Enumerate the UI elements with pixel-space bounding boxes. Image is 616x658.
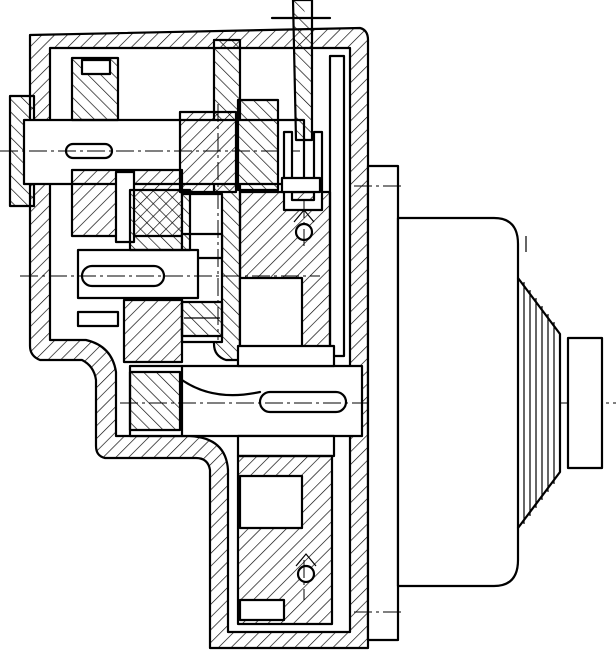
countershaft <box>20 188 320 364</box>
center-lines <box>217 104 305 600</box>
motor-end-cap <box>566 336 604 470</box>
motor-body <box>396 216 604 588</box>
detent-ball-lower <box>296 564 316 584</box>
shift-lever <box>270 0 332 242</box>
housing-right-channel <box>328 54 346 358</box>
lower-gear <box>236 454 334 626</box>
housing-outline <box>28 26 370 650</box>
housing-partition-outline <box>212 38 242 362</box>
output-shaft <box>120 344 616 458</box>
